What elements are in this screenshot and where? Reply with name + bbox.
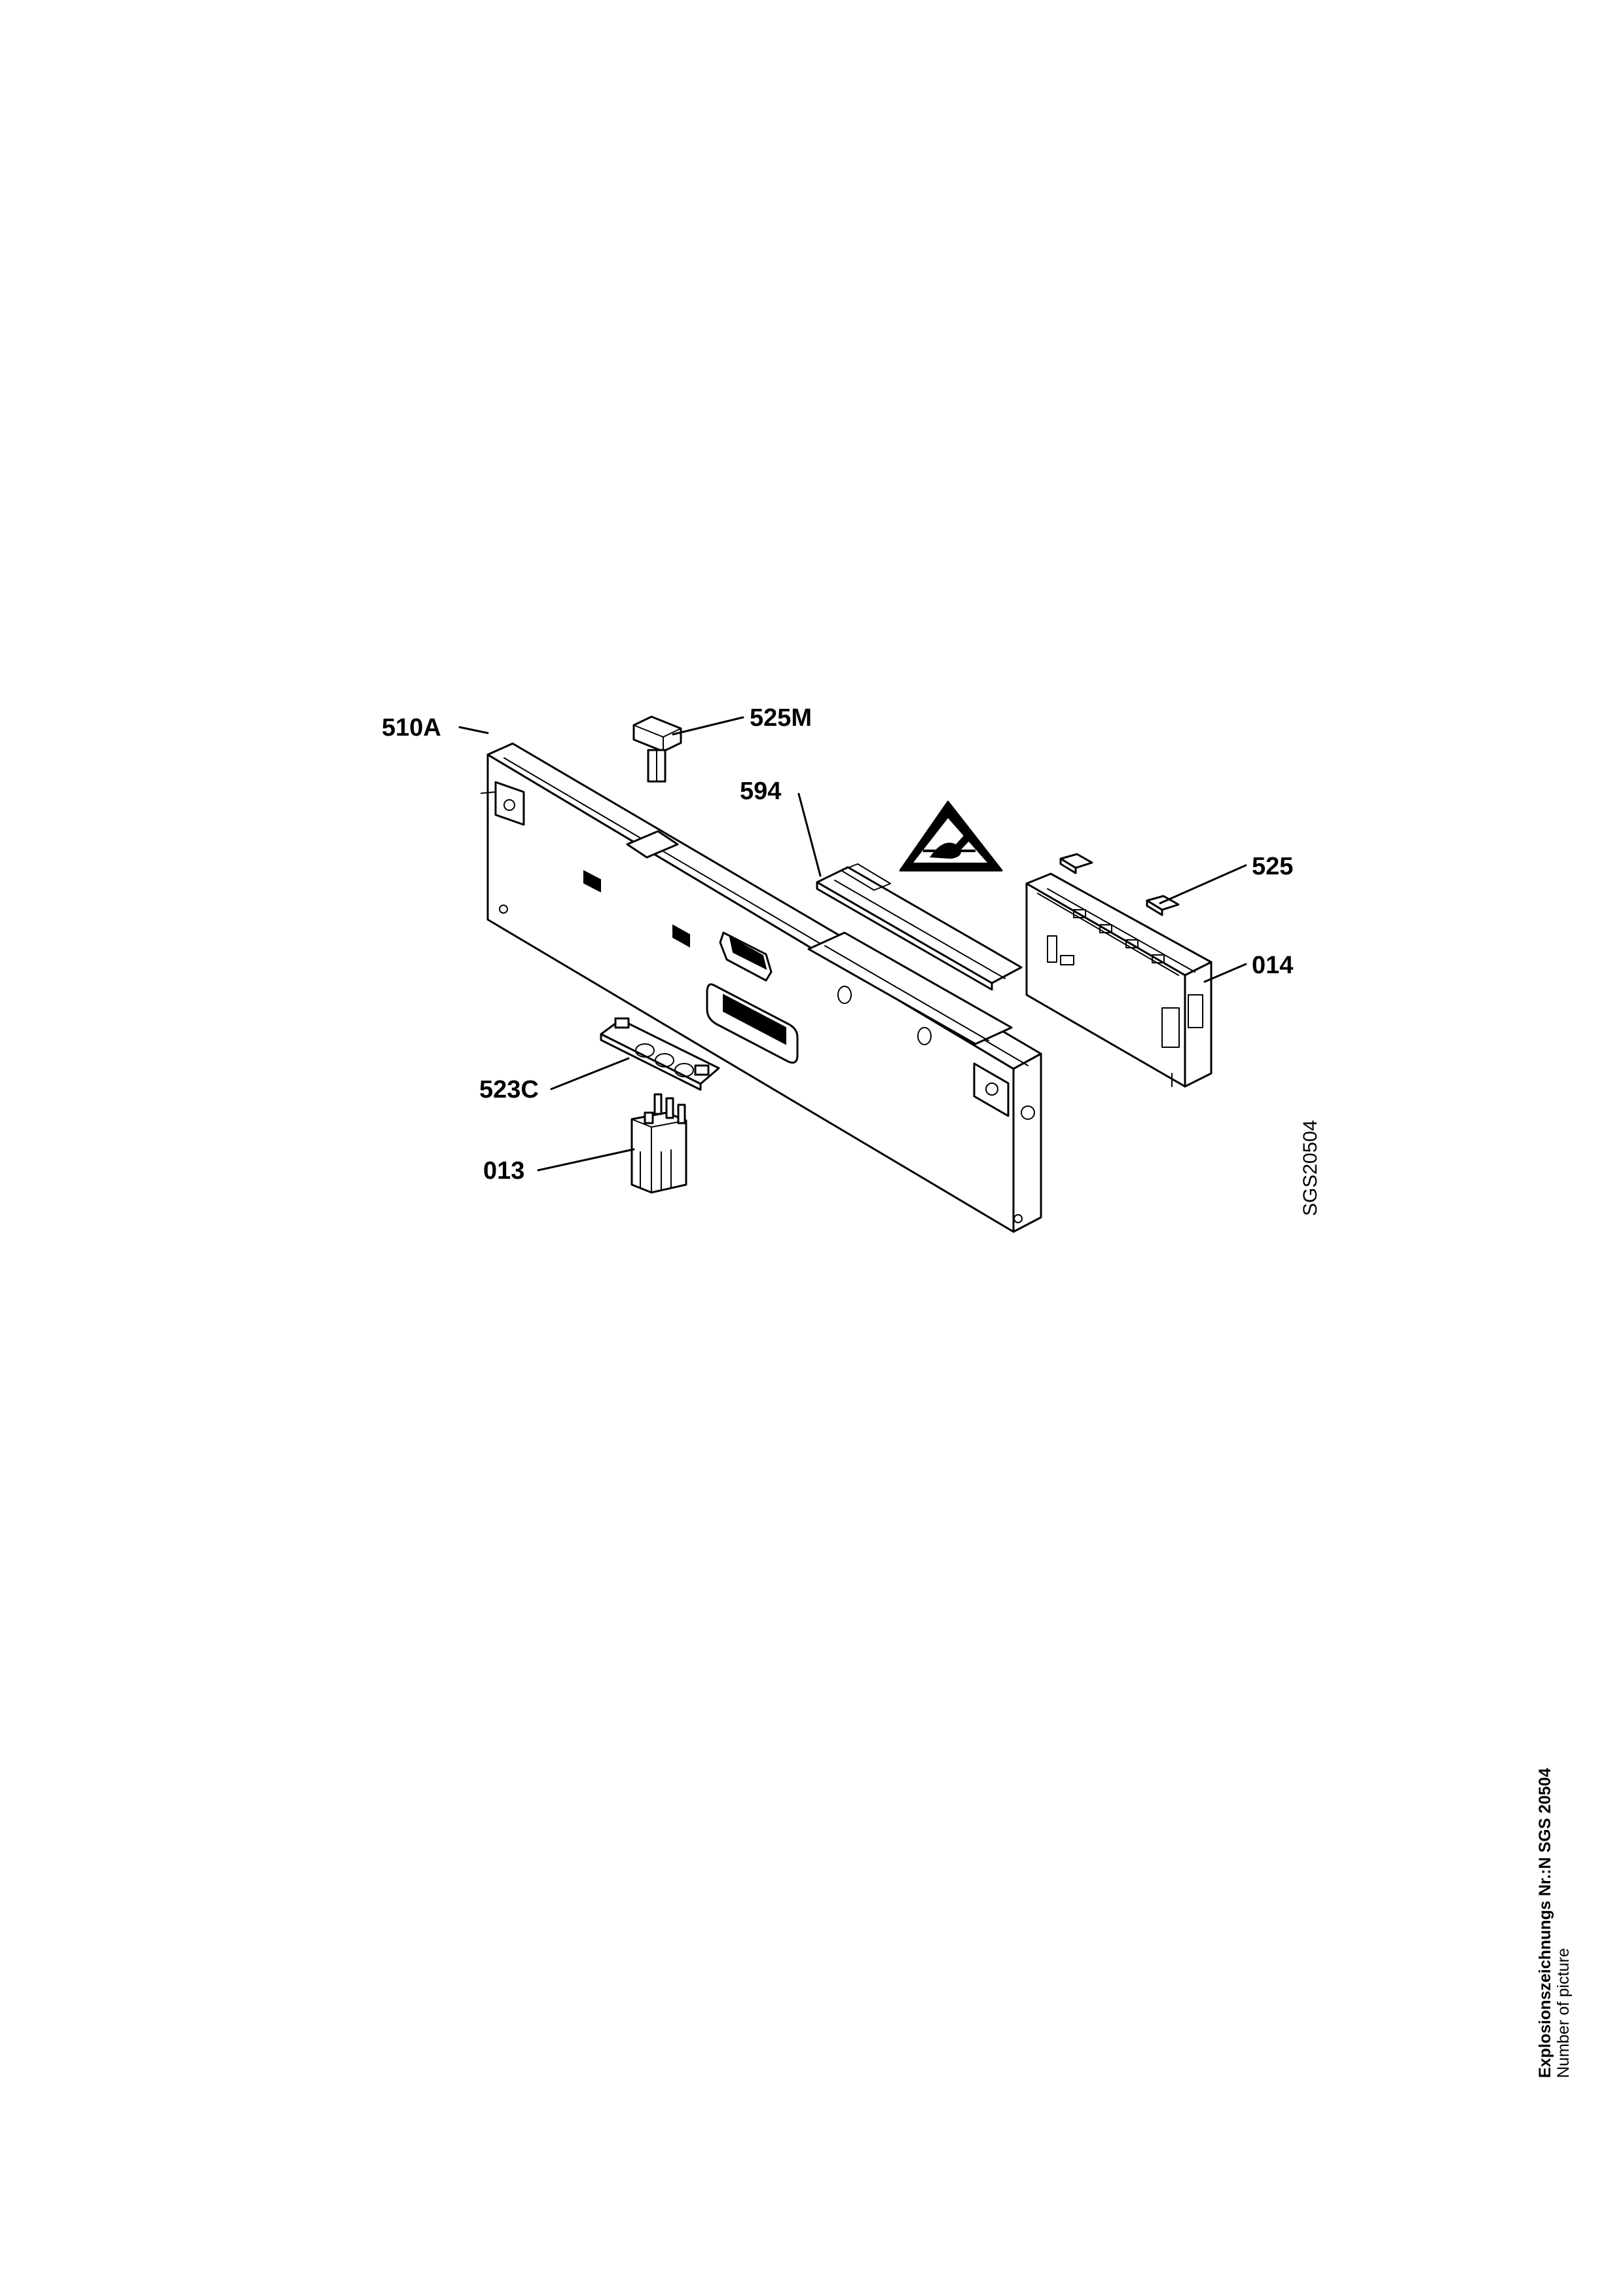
label-510A: 510A (382, 714, 441, 742)
switch-bracket (600, 1017, 720, 1091)
drawing-code: SGS20504 (1300, 1120, 1321, 1216)
esd-warning-icon (899, 800, 1003, 872)
label-525: 525 (1252, 853, 1293, 880)
electronic-control-module (1025, 872, 1213, 1088)
leader-523C (550, 1057, 630, 1090)
label-523C: 523C (479, 1076, 539, 1103)
label-014: 014 (1252, 952, 1293, 979)
leader-525M (672, 716, 744, 736)
display-cover-strip (816, 863, 1023, 991)
push-button-knob (632, 715, 682, 783)
leader-013 (537, 1148, 635, 1172)
label-525M: 525M (750, 704, 812, 732)
leader-594 (797, 793, 822, 877)
leader-014 (1203, 963, 1247, 983)
footer-title: Explosionszeichnungs Nr.:N SGS 20504 (1536, 1768, 1554, 2078)
control-panel-fascia (481, 742, 1042, 1233)
leader-525 (1159, 864, 1247, 905)
label-013: 013 (483, 1157, 524, 1185)
footer-subtitle: Number of picture (1554, 1948, 1573, 2078)
label-594: 594 (740, 778, 781, 805)
leader-510A (458, 726, 489, 734)
main-switch (630, 1093, 687, 1194)
